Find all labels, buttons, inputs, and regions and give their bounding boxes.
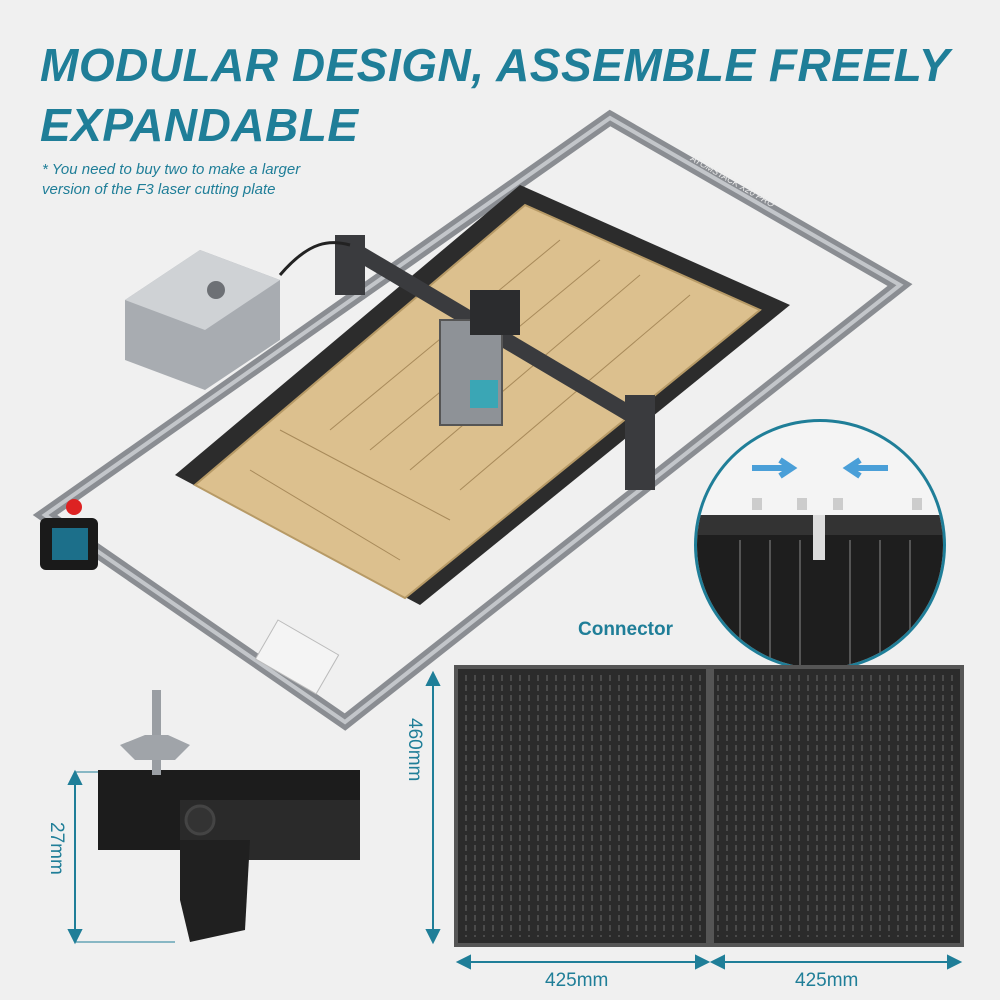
arrow-right-icon <box>752 457 798 479</box>
control-panel <box>40 499 98 570</box>
clamp-bracket <box>98 690 360 942</box>
clamp-height-dimension-label: 27mm <box>46 822 67 875</box>
headline-line-1: MODULAR DESIGN, ASSEMBLE FREELY <box>40 39 950 91</box>
expanded-honeycomb-plates <box>454 665 964 947</box>
connector-label: Connector <box>578 619 673 640</box>
width-right-dimension-label: 425mm <box>795 970 859 991</box>
height-dimension-label: 460mm <box>404 718 425 782</box>
brand-label: ATOMSTACK X20 PRO <box>688 153 776 210</box>
svg-text:ATOMSTACK X20 PRO: ATOMSTACK X20 PRO <box>688 153 776 210</box>
warning-labels <box>254 619 340 695</box>
headline-line-2: EXPANDABLE <box>40 99 359 151</box>
width-left-dimension-label: 425mm <box>545 970 609 991</box>
air-assist-pump <box>125 241 351 390</box>
arrow-left-icon <box>842 457 888 479</box>
dimension-lines <box>67 670 963 970</box>
laser-engraver-frame <box>32 109 913 731</box>
laser-module <box>439 290 520 426</box>
purchase-note: * You need to buy two to make a larger v… <box>42 161 301 198</box>
connector-inset <box>694 419 946 671</box>
